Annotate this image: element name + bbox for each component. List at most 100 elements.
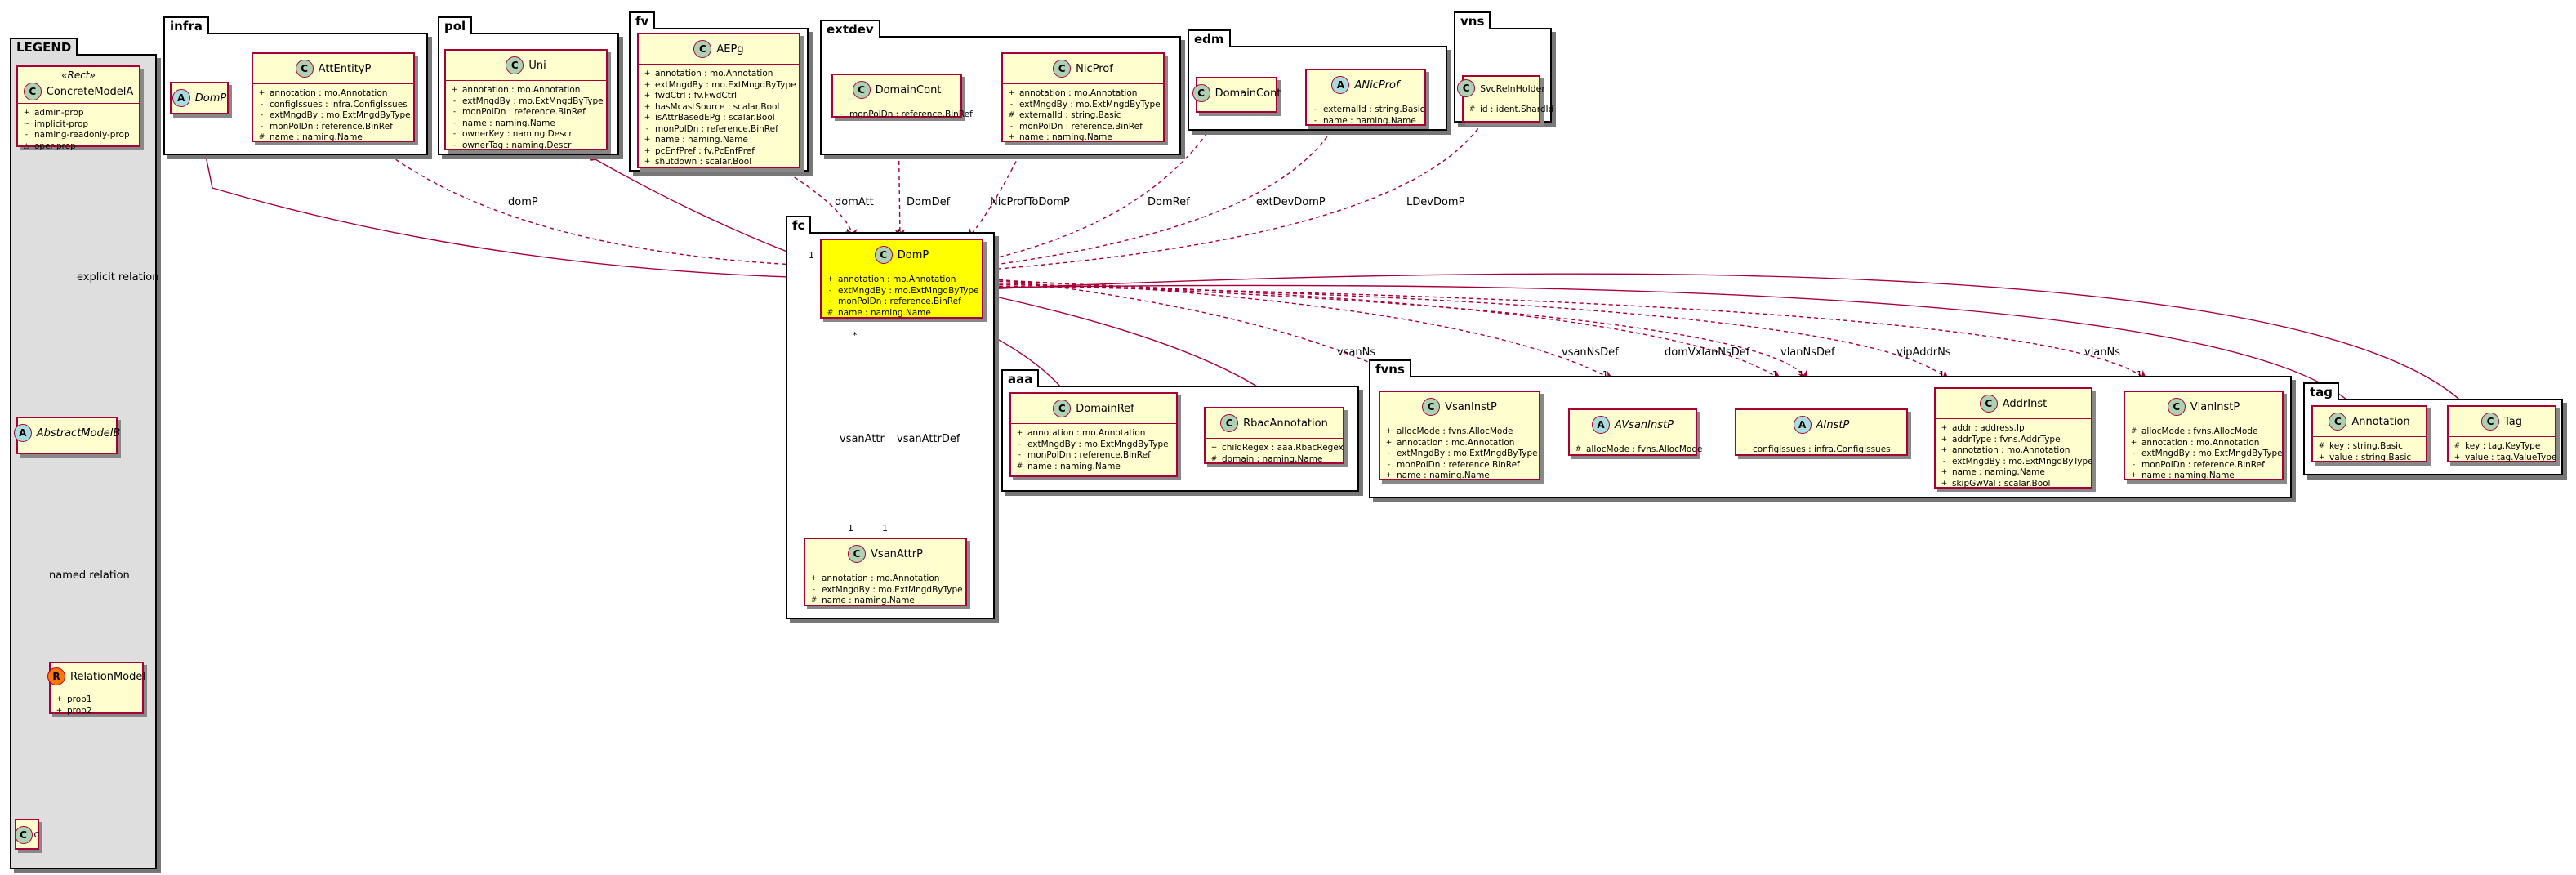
class-name: AVsanInstP xyxy=(1615,418,1674,431)
edge-label-domVxlanNsDef: domVxlanNsDef xyxy=(1665,346,1750,359)
class-c-icon: C xyxy=(2167,398,2186,416)
class-name: Uni xyxy=(528,59,546,72)
attr: admin-prop xyxy=(34,108,84,118)
class-name: C xyxy=(33,830,40,840)
visibility-icon: + xyxy=(1210,444,1218,452)
class-name: DomainRef xyxy=(1076,402,1134,415)
visibility-icon: - xyxy=(260,122,264,131)
class-name: DomP xyxy=(194,92,227,105)
attribute: extMngdBy : mo.ExtMngdByType xyxy=(822,584,963,595)
attribute: monPolDn : reference.BinRef xyxy=(1019,121,1143,132)
visibility-icon: - xyxy=(452,141,457,150)
package-tab: extdev xyxy=(820,20,880,38)
visibility-icon: + xyxy=(1941,435,1948,444)
class-name: AEPg xyxy=(716,42,744,56)
package-tab: aaa xyxy=(1001,369,1040,387)
visibility-icon: + xyxy=(1941,446,1948,454)
visibility-icon: - xyxy=(2132,460,2136,469)
attribute: monPolDn : reference.BinRef xyxy=(462,107,586,117)
class-c-icon: C xyxy=(874,246,893,264)
class-name: Annotation xyxy=(2351,415,2410,428)
package-tab: vns xyxy=(1454,11,1491,29)
attr-list: +childRegex : aaa.RbacRegex#domain : nam… xyxy=(1206,439,1344,468)
mult-vsanAttr-many: * xyxy=(853,330,858,341)
edge-label-extDevDomP: extDevDomP xyxy=(1256,196,1326,208)
attribute: ownerKey : naming.Descr xyxy=(462,129,573,139)
package-tab: fc xyxy=(786,216,812,234)
visibility-icon: + xyxy=(644,146,651,155)
class-c-icon: C xyxy=(848,545,867,563)
attribute: fwdCtrl : fv.FwdCtrl xyxy=(655,91,738,100)
visibility-icon: # xyxy=(827,308,834,317)
attr-list: +annotation : mo.Annotation-extMngdBy : … xyxy=(805,569,965,610)
edge-label-domAtt: domAtt xyxy=(835,196,874,208)
class-c-icon: C xyxy=(1192,84,1210,102)
visibility-icon: + xyxy=(1941,479,1948,488)
class-c-icon: C xyxy=(2480,413,2499,431)
package-tab: edm xyxy=(1188,29,1231,47)
attr-list: #key : string.Basic+value : string.Basic xyxy=(2313,437,2426,467)
class-c-icon: C xyxy=(1220,414,1239,432)
mult-DomDef: * xyxy=(897,227,902,238)
class-name: VsanAttrP xyxy=(871,547,923,560)
attribute: annotation : mo.Annotation xyxy=(1952,445,2070,455)
attribute: key : string.Basic xyxy=(2329,441,2403,451)
attribute: name : naming.Name xyxy=(2141,471,2235,480)
visibility-icon: + xyxy=(810,574,818,583)
visibility-icon: - xyxy=(2132,449,2136,458)
visibility-icon: + xyxy=(451,86,458,94)
visibility-icon: # xyxy=(2453,442,2461,450)
mult-vsanAttrDef-one: 1 xyxy=(882,523,888,533)
attribute: annotation : mo.Annotation xyxy=(1027,428,1146,438)
visibility-icon: + xyxy=(644,102,651,111)
visibility-icon: - xyxy=(1009,122,1014,131)
attribute: allocMode : fvns.AllocMode xyxy=(2141,426,2258,436)
attr-list: #id : ident.ShardId xyxy=(1464,100,1554,119)
visibility-icon: - xyxy=(828,286,832,295)
attr-list: +annotation : mo.Annotation-configIssues… xyxy=(253,84,413,147)
attr-list: #key : tag.KeyType+value : tag.ValueType xyxy=(2449,437,2557,467)
visibility-icon: - xyxy=(452,130,457,138)
visibility-icon: # xyxy=(2318,442,2325,450)
attribute: name : naming.Name xyxy=(655,135,748,145)
visibility-icon: - xyxy=(828,297,832,306)
class-c-icon: C xyxy=(1422,398,1441,416)
attribute: extMngdBy : mo.ExtMngdByType xyxy=(1019,99,1161,109)
visibility-icon: + xyxy=(1008,89,1015,97)
attribute: isAttrBasedEPg : scalar.Bool xyxy=(655,113,775,123)
attribute: addrType : fvns.AddrType xyxy=(1952,434,2061,444)
attribute: hasMcastSource : scalar.Bool xyxy=(655,101,780,112)
visibility-icon: # xyxy=(2130,427,2137,435)
attribute: annotation : mo.Annotation xyxy=(838,275,956,284)
visibility-icon: - xyxy=(1018,451,1022,459)
visibility-icon: + xyxy=(644,92,651,100)
legend-package: LEGEND xyxy=(10,38,157,869)
attribute: monPolDn : reference.BinRef xyxy=(1027,450,1151,460)
edge-label-LDevDomP: LDevDomP xyxy=(1406,196,1465,208)
class-name: DomP xyxy=(897,248,929,261)
